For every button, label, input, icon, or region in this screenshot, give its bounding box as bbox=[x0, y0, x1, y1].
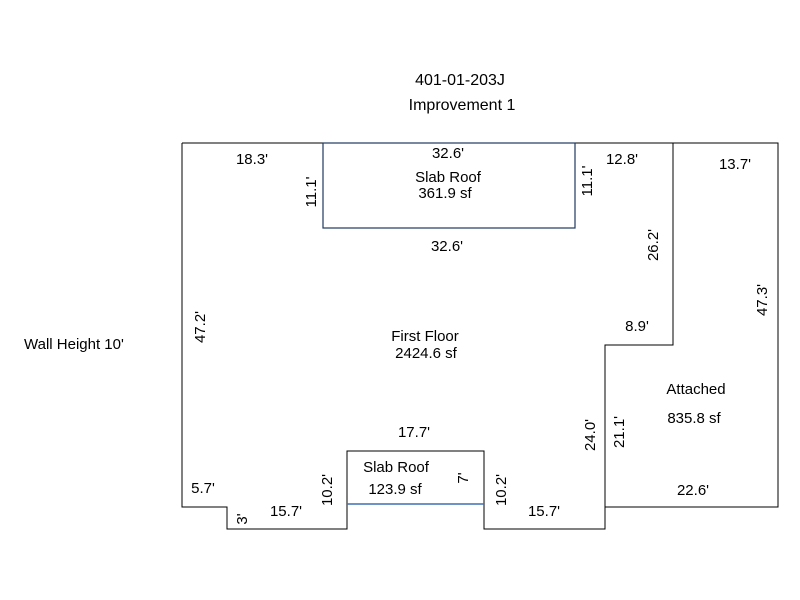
dim-left-bottom: 5.7' bbox=[191, 480, 215, 497]
dim-left-side: 47.2' bbox=[192, 311, 209, 343]
first-floor-name: First Floor bbox=[391, 328, 459, 345]
dim-slab-bottom-side: 7' bbox=[455, 472, 472, 483]
first-floor-area: 2424.6 sf bbox=[395, 345, 458, 362]
dim-slab-top-left-side: 11.1' bbox=[303, 176, 320, 207]
slab-roof-top-name: Slab Roof bbox=[415, 169, 482, 186]
dim-top-right-width: 12.8' bbox=[606, 151, 638, 168]
dim-right-upper-side: 26.2' bbox=[645, 229, 662, 261]
dim-slab-top-bottom: 32.6' bbox=[431, 238, 463, 255]
slab-roof-top-area: 361.9 sf bbox=[418, 185, 472, 202]
first-floor-outline bbox=[181, 142, 674, 530]
slab-roof-bottom-name: Slab Roof bbox=[363, 459, 430, 476]
attached-outline bbox=[605, 142, 779, 508]
dim-bottom-right-side: 10.2' bbox=[493, 474, 510, 506]
dim-slab-bottom-top: 17.7' bbox=[398, 424, 430, 441]
dim-inner-right-side: 24.0' bbox=[582, 419, 599, 451]
dim-left-notch: 3' bbox=[234, 513, 251, 524]
improvement-label: Improvement 1 bbox=[409, 97, 516, 114]
dim-bottom-left-run: 15.7' bbox=[270, 503, 302, 520]
slab-roof-bottom-area: 123.9 sf bbox=[368, 481, 422, 498]
dim-slab-top-right-side: 11.1' bbox=[579, 165, 596, 196]
slab-roof-top-outline bbox=[322, 142, 576, 229]
dim-slab-top-top: 32.6' bbox=[432, 145, 464, 162]
dim-step-width: 8.9' bbox=[625, 318, 649, 335]
attached-area: 835.8 sf bbox=[667, 410, 721, 427]
attached-name: Attached bbox=[666, 381, 725, 398]
dim-top-left-width: 18.3' bbox=[236, 151, 268, 168]
wall-height-label: Wall Height 10' bbox=[24, 336, 124, 353]
dim-attached-top: 13.7' bbox=[719, 156, 751, 173]
parcel-id: 401-01-203J bbox=[415, 72, 505, 89]
dim-bottom-right-run: 15.7' bbox=[528, 503, 560, 520]
dim-attached-inner: 21.1' bbox=[611, 416, 628, 448]
dim-bottom-left-side: 10.2' bbox=[319, 474, 336, 506]
dim-attached-right: 47.3' bbox=[754, 284, 771, 316]
dim-attached-bottom: 22.6' bbox=[677, 482, 709, 499]
